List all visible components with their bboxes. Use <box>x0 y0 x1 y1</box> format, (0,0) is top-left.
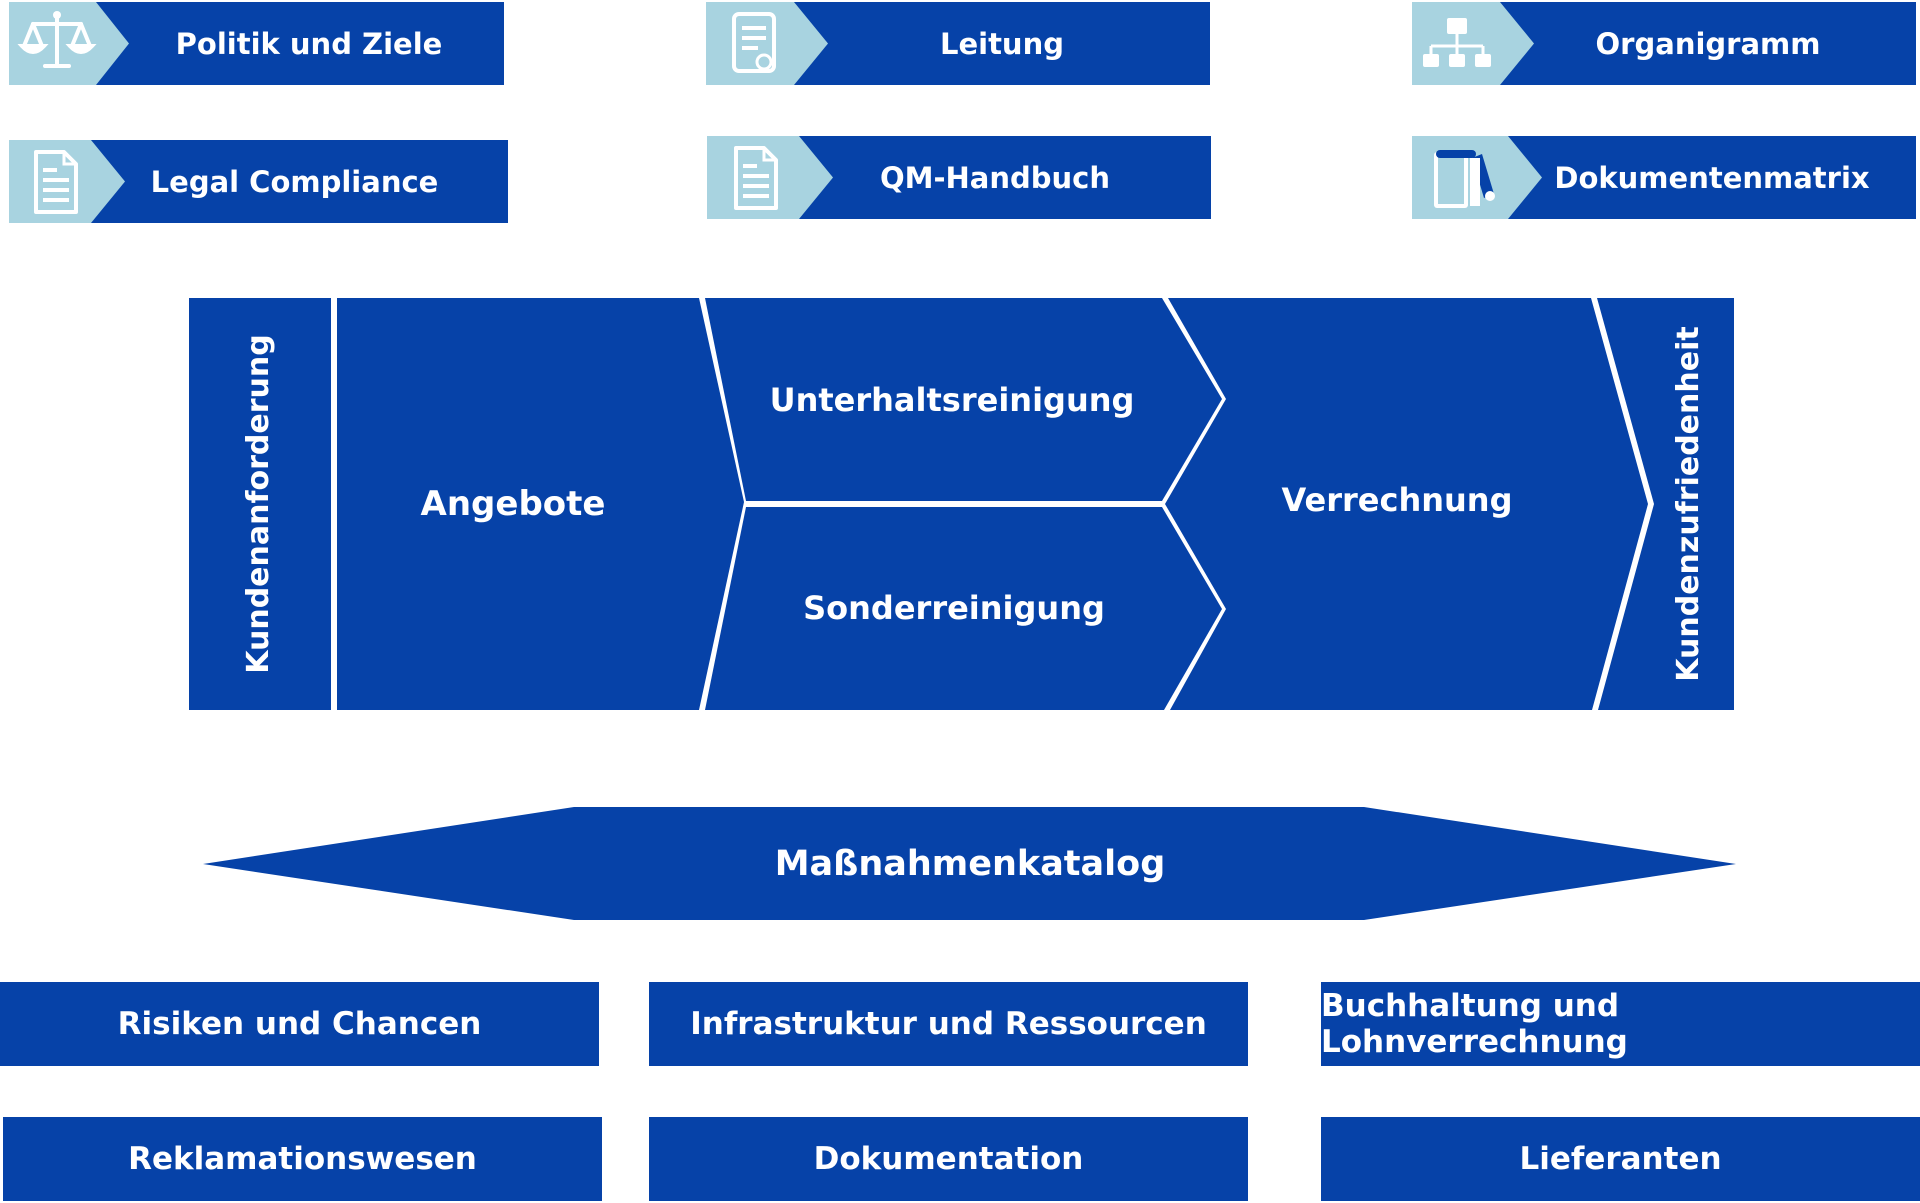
angebote-label: Angebote <box>421 484 606 524</box>
nav-qm-handbuch[interactable]: QM-Handbuch <box>707 136 1211 219</box>
nav-label: QM-Handbuch <box>879 160 1111 195</box>
nav-label: Politik und Ziele <box>175 26 443 61</box>
btn-risiken-und-chancen[interactable]: Risiken und Chancen <box>0 982 599 1066</box>
document-icon <box>9 140 125 223</box>
nav-politik-und-ziele[interactable]: Politik und Ziele <box>9 2 504 85</box>
document-icon <box>707 136 833 219</box>
button-label: Risiken und Chancen <box>117 1006 482 1042</box>
btn-lieferanten[interactable]: Lieferanten <box>1321 1117 1920 1201</box>
nav-label: Legal Compliance <box>150 164 439 199</box>
massnahmenkatalog-banner[interactable]: Maßnahmenkatalog <box>203 807 1736 920</box>
btn-dokumentation[interactable]: Dokumentation <box>649 1117 1248 1201</box>
process-angebote[interactable]: Angebote <box>337 298 744 710</box>
btn-infrastruktur-und-ressourcen[interactable]: Infrastruktur und Ressourcen <box>649 982 1248 1066</box>
process-kundenzufriedenheit[interactable]: Kundenzufriedenheit <box>1597 298 1734 710</box>
btn-buchhaltung-und-lohnverrechnung[interactable]: Buchhaltung und Lohnverrechnung <box>1321 982 1920 1066</box>
process-sonderreinigung[interactable]: Sonderreinigung <box>705 507 1222 710</box>
massnahmenkatalog-label: Maßnahmenkatalog <box>775 844 1166 884</box>
nav-dokumentenmatrix[interactable]: Dokumentenmatrix <box>1412 136 1916 219</box>
org-chart-icon <box>1412 2 1534 85</box>
certificate-icon <box>706 2 828 85</box>
button-label: Buchhaltung und Lohnverrechnung <box>1321 988 1628 1060</box>
button-label: Reklamationswesen <box>128 1141 477 1177</box>
unterhaltsreinigung-label: Unterhaltsreinigung <box>770 381 1135 419</box>
verrechnung-label: Verrechnung <box>1282 481 1513 519</box>
kundenanforderung-label: Kundenanforderung <box>241 334 276 673</box>
scales-icon <box>9 2 129 85</box>
nav-legal-compliance[interactable]: Legal Compliance <box>9 140 508 223</box>
process-kundenanforderung[interactable]: Kundenanforderung <box>189 298 331 710</box>
nav-label: Organigramm <box>1595 26 1821 61</box>
btn-reklamationswesen[interactable]: Reklamationswesen <box>3 1117 602 1201</box>
binder-icon <box>1412 136 1542 219</box>
sonderreinigung-label: Sonderreinigung <box>803 589 1105 627</box>
button-label: Infrastruktur und Ressourcen <box>690 1006 1207 1042</box>
nav-label: Leitung <box>939 26 1064 61</box>
button-label: Dokumentation <box>813 1141 1084 1177</box>
kundenzufriedenheit-label: Kundenzufriedenheit <box>1671 326 1706 681</box>
button-label: Lieferanten <box>1519 1141 1722 1177</box>
nav-leitung[interactable]: Leitung <box>706 2 1210 85</box>
nav-organigramm[interactable]: Organigramm <box>1412 2 1916 85</box>
nav-label: Dokumentenmatrix <box>1554 160 1870 195</box>
process-unterhaltsreinigung[interactable]: Unterhaltsreinigung <box>705 298 1222 501</box>
process-verrechnung[interactable]: Verrechnung <box>1165 298 1648 710</box>
